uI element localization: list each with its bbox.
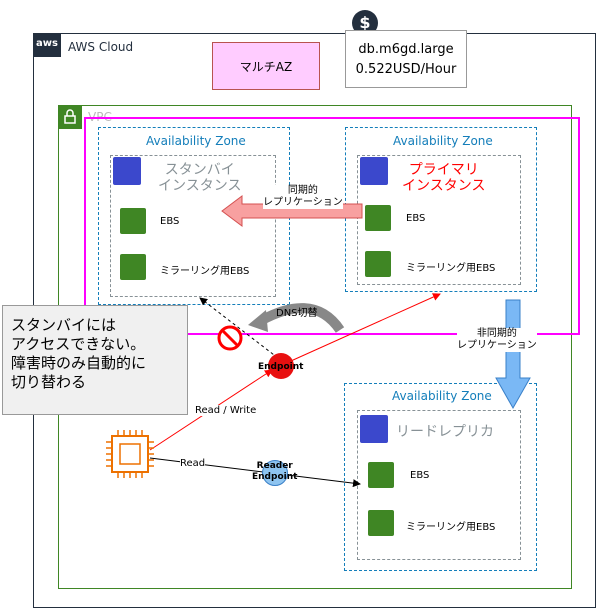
replica-instance-label: リードレプリカ — [396, 424, 494, 440]
standby-mirror-label: ミラーリング用EBS — [160, 266, 250, 277]
ebs-icon — [368, 462, 394, 488]
async-replication-label: 非同期的 レプリケーション — [457, 328, 537, 352]
standby-instance-group — [110, 155, 276, 297]
vpc-lock-icon — [58, 105, 82, 129]
instance-type: db.m6gd.large — [358, 42, 454, 57]
primary-ebs-label: EBS — [406, 213, 426, 224]
reader-endpoint-icon — [262, 460, 288, 486]
endpoint-to-primary-line — [281, 293, 441, 366]
az-replica — [344, 383, 537, 571]
standby-note-text: スタンバイには アクセスできない。 障害時のみ自動的に 切り替わる — [11, 316, 147, 391]
read-write-label: Read / Write — [195, 405, 257, 416]
writer-endpoint-label: Endpoint — [258, 362, 304, 372]
writer-endpoint-icon — [268, 353, 294, 379]
database-icon — [113, 157, 141, 185]
replica-mirror-label: ミラーリング用EBS — [406, 522, 496, 533]
primary-instance-group — [357, 155, 521, 285]
az-replica-label: Availability Zone — [392, 389, 492, 403]
ebs-icon — [120, 254, 146, 280]
read-label: Read — [180, 458, 206, 469]
replica-ebs-label: EBS — [410, 470, 430, 481]
sync-replication-arrow — [221, 195, 363, 227]
reader-endpoint-label: Reader Endpoint — [252, 461, 298, 482]
az-primary-label: Availability Zone — [393, 134, 493, 148]
async-replication-arrow — [495, 299, 531, 410]
sync-replication-label: 同期的 レプリケーション — [263, 185, 343, 209]
standby-instance-label: スタンバイ インスタンス — [158, 162, 242, 194]
ec2-instance-icon — [106, 430, 154, 478]
database-icon — [360, 415, 388, 443]
ebs-icon — [365, 251, 391, 277]
ebs-icon — [365, 205, 391, 231]
dns-switch-label: DNS切替 — [276, 308, 318, 319]
standby-note-callout: スタンバイには アクセスできない。 障害時のみ自動的に 切り替わる — [2, 305, 188, 415]
no-access-icon — [217, 325, 243, 351]
price-box: db.m6gd.large 0.522USD/Hour — [345, 30, 467, 88]
ebs-icon — [368, 510, 394, 536]
multi-az-callout: マルチAZ — [212, 42, 320, 90]
primary-mirror-label: ミラーリング用EBS — [406, 263, 496, 274]
ebs-icon — [120, 208, 146, 234]
instance-price: 0.522USD/Hour — [355, 62, 457, 77]
standby-ebs-label: EBS — [160, 216, 180, 227]
aws-cloud-label: AWS Cloud — [68, 40, 134, 54]
multi-az-group — [84, 117, 580, 335]
az-standby-label: Availability Zone — [146, 134, 246, 148]
database-icon — [360, 157, 388, 185]
primary-instance-label: プライマリ インスタンス — [402, 162, 486, 194]
dns-switch-arrow — [259, 303, 345, 334]
endpoint-to-standby-line — [199, 297, 279, 359]
aws-logo-icon: aws — [33, 33, 61, 57]
